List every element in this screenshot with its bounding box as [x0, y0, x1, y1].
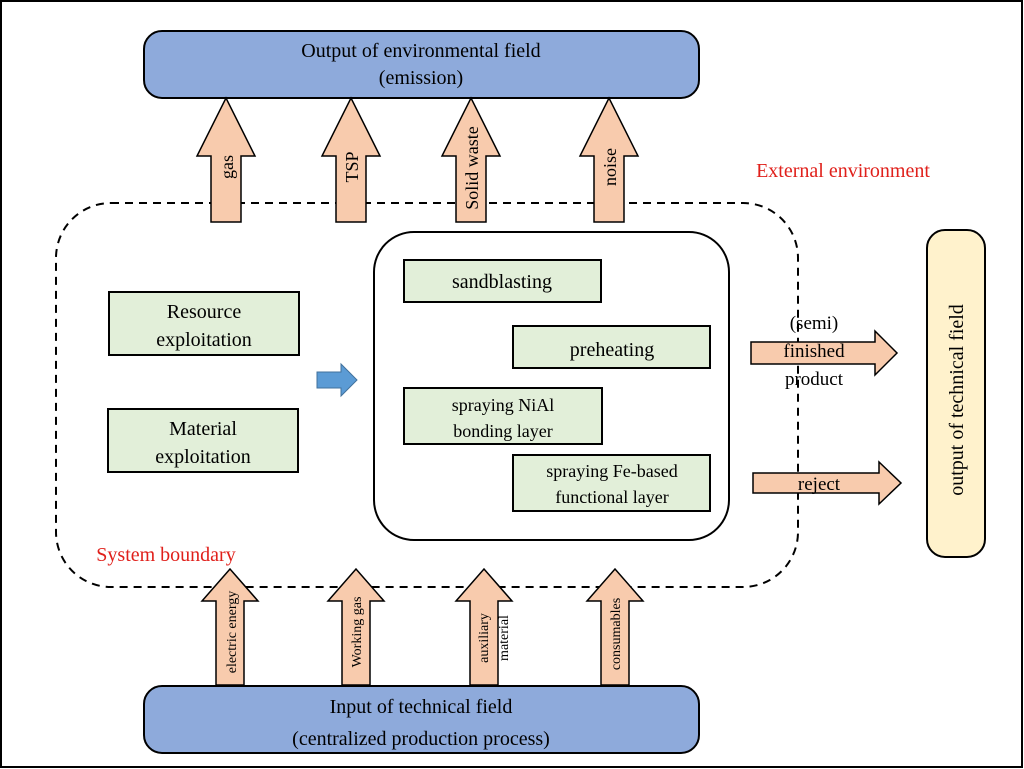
- semi-line3: product: [785, 369, 844, 390]
- emission-gas-label: gas: [217, 155, 237, 179]
- emission-arrow-gas: gas: [195, 96, 257, 223]
- emission-arrow-noise: noise: [578, 96, 640, 223]
- spraying-fe-line1: spraying Fe-based: [546, 461, 677, 481]
- external-environment-label: External environment: [756, 160, 930, 182]
- spraying-fe-box: spraying Fe-based functional layer: [512, 454, 711, 512]
- material-line1: Material: [169, 418, 237, 440]
- resource-exploitation-box: Resource exploitation: [108, 291, 300, 356]
- material-exploitation-box: Material exploitation: [107, 408, 299, 473]
- reject-label: reject: [798, 474, 841, 495]
- output-tech-label: output of technical field: [946, 304, 968, 496]
- system-boundary-label: System boundary: [96, 544, 235, 566]
- output-environmental-field-box: Output of environmental field (emission): [143, 30, 700, 99]
- input-arrow-working-gas: Working gas: [326, 567, 386, 686]
- input-auxiliary-line2: material: [497, 615, 512, 661]
- input-tech-line2: (centralized production process): [292, 728, 550, 750]
- input-electric-energy-label: electric energy: [225, 591, 240, 674]
- spraying-fe-line2: functional layer: [555, 487, 668, 507]
- input-tech-line1: Input of technical field: [330, 696, 513, 718]
- semi-line2: finished: [783, 341, 845, 362]
- input-working-gas-label: Working gas: [350, 597, 365, 668]
- input-technical-field-box: Input of technical field (centralized pr…: [143, 685, 700, 754]
- output-technical-field-box: output of technical field: [926, 229, 986, 558]
- preheating-box: preheating: [512, 325, 711, 369]
- input-arrow-consumables: consumables: [585, 567, 645, 686]
- spraying-nial-line2: bonding layer: [453, 421, 552, 441]
- reject-arrow: reject: [752, 460, 903, 506]
- input-consumables-label: consumables: [609, 598, 624, 670]
- output-env-line1: Output of environmental field: [301, 40, 540, 62]
- preheating-label: preheating: [570, 339, 654, 361]
- emission-noise-label: noise: [600, 148, 620, 186]
- spraying-nial-line1: spraying NiAl: [452, 395, 555, 415]
- resource-line2: exploitation: [156, 329, 252, 351]
- emission-arrow-tsp: TSP: [320, 96, 382, 223]
- system-boundary-dashed: [55, 202, 799, 588]
- output-env-line2: (emission): [379, 67, 463, 89]
- input-auxiliary-line1: auxiliary: [477, 613, 492, 663]
- resource-line1: Resource: [167, 301, 242, 323]
- semi-line1: (semi): [790, 313, 839, 334]
- emission-solid-waste-label: Solid waste: [462, 126, 482, 210]
- emission-tsp-label: TSP: [342, 151, 362, 182]
- input-arrow-electric-energy: electric energy: [200, 567, 260, 686]
- sandblasting-label: sandblasting: [452, 271, 552, 293]
- spraying-nial-box: spraying NiAl bonding layer: [403, 387, 603, 445]
- input-arrow-auxiliary-material: auxiliary material: [454, 567, 514, 686]
- small-right-arrow: [316, 362, 358, 398]
- sandblasting-box: sandblasting: [403, 259, 602, 303]
- emission-arrow-solid-waste: Solid waste: [440, 96, 502, 223]
- semi-finished-product-arrow: (semi) finished product: [750, 313, 899, 390]
- material-line2: exploitation: [155, 446, 251, 468]
